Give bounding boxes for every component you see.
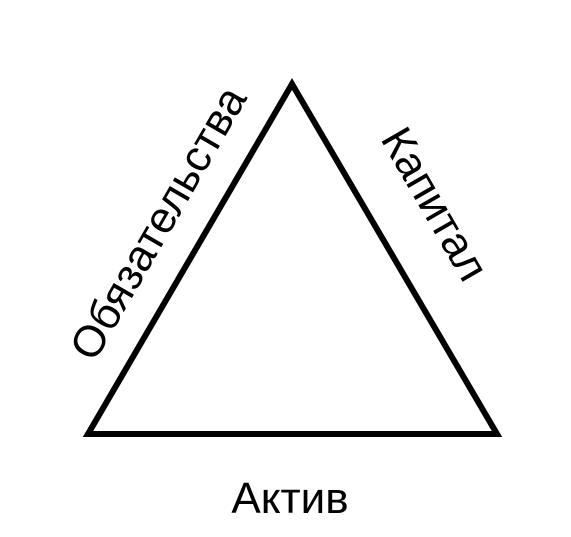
bottom-side-label: Актив [231, 474, 348, 523]
left-side-label: Обязательства [61, 78, 257, 369]
triangle-shape [82, 78, 503, 437]
right-side-label: Капитал [371, 119, 498, 289]
